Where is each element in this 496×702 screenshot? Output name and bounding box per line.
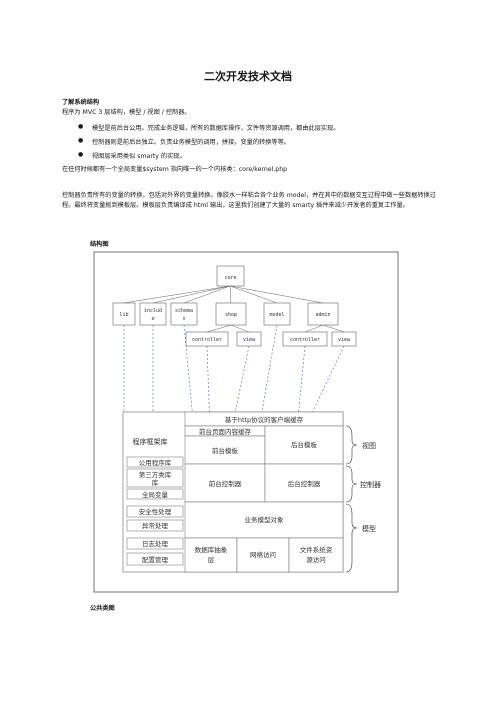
bullet-controller: 控制器则是前后台独立。负责业务模型的调用，拼接，变量的转换等等。 [78,137,290,146]
module-admin-label: admin [315,312,330,318]
framework-item-common: 公用程序库 [139,458,172,467]
front-cache-label: 前台页面内容缓存 [199,427,252,436]
bullet-model: 模型是前后台公用。完成业务逻辑，所有的数据库操作，文件等资源调用，都由此层实现。 [78,123,339,132]
diagram-heading: 结构图 [90,241,109,248]
framework-item-exception: 异常处理 [142,521,169,530]
admin-view-label: view [338,337,351,343]
business-model-label: 业务模型对象 [245,515,285,524]
section-heading-structure: 了解系统结构 [62,99,100,106]
module-schema-label: schema [175,308,193,314]
core-label: core [224,275,236,281]
admin-controller-label: controller [290,337,320,343]
network-label: 网络访问 [250,550,276,559]
global-var-text: 在任何时候都有一个全局变量$system 指向唯一的一个内核类：core/ker… [62,166,288,173]
module-schema-label-2: x [182,316,185,322]
module-include-label-2: e [151,316,154,322]
filesystem-label-2: 源访问 [306,555,326,564]
framework-item-globals: 全局变量 [142,490,169,499]
framework-item-thirdparty: 第三方类库 [139,470,172,479]
diagram-frame [93,251,399,593]
back-template-box [264,425,344,465]
db-layer-box [184,537,238,573]
doc-title: 二次开发技术文档 [204,70,292,83]
module-include-label: includ [144,308,162,314]
front-controller-box [184,463,266,503]
filesystem-box [288,537,344,573]
front-template-box [184,435,266,465]
framework-item-log: 日志处理 [142,539,169,548]
front-controller-label: 前台控制器 [209,479,242,488]
filesystem-label: 文件系统资 [300,545,333,554]
bullet-view: 视图层采用类似 smarty 的实现。 [78,151,186,160]
controller-paragraph: 控制器负责所有的变量的转换，包括对外界的变量转换。像胶水一样粘合各个业务 mod… [62,192,436,209]
back-controller-box [264,463,344,503]
back-controller-label: 后台控制器 [288,479,321,488]
shop-view-label: view [243,337,256,343]
module-shop-label: shop [225,312,237,318]
front-template-label: 前台模板 [212,446,239,455]
framework-items [126,456,184,566]
layer-label-controller: 控制器 [360,480,381,489]
shop-controller-label: controller [192,337,222,343]
layer-label-view: 视图 [362,441,376,450]
layer-braces [345,425,358,573]
framework-item-config: 配置管理 [142,555,169,564]
business-model-box [184,501,344,539]
module-model-label: model [269,312,284,318]
db-layer-label-2: 层 [208,556,215,564]
core-connectors [123,285,345,333]
framework-item-security: 安全性处理 [139,507,172,516]
framework-item-thirdparty-2: 库 [152,478,159,487]
module-lib-label: lib [119,312,128,318]
section-heading-common-classes: 公共类图 [90,605,115,612]
layer-label-model: 模型 [362,524,376,533]
db-layer-label: 数据库抽象 [195,545,228,554]
back-template-label: 后台模板 [291,440,318,449]
intro-text: 程序为 MVC 3 层结构，模型 / 视图 / 控制器。 [62,109,191,116]
http-cache-label: 基于http协议的客户端缓存 [225,415,304,424]
framework-title: 程序框架库 [133,437,168,446]
